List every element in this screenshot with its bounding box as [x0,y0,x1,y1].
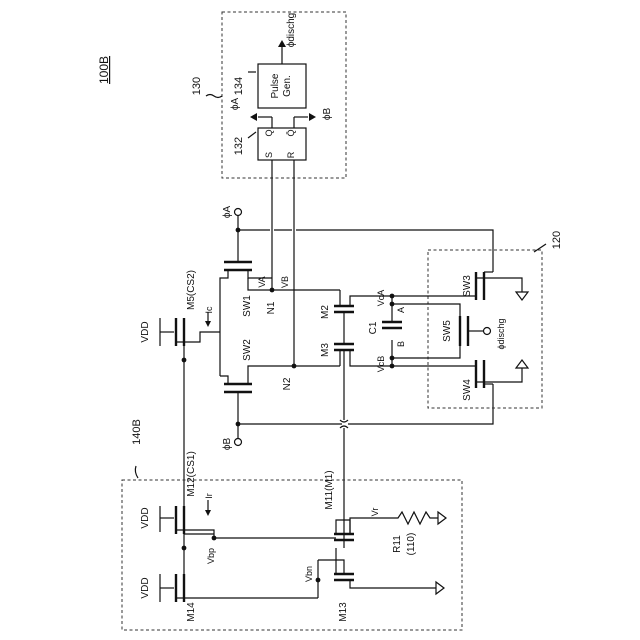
phi-dischg-arrow [278,40,286,47]
m5-drain [176,332,220,342]
phi-dischg-label: ϕdischg [496,318,506,349]
phi-b-to-sw4 [238,384,493,424]
ff-q-pin: Q [264,129,274,136]
phi-b-label: ϕB [222,438,233,451]
phi-a-out-arrow [250,113,257,121]
ff-r-pin: R [286,151,296,158]
m13-ground-icon [436,582,444,594]
node-b-label: B [396,341,406,347]
sw5-gate-terminal [484,328,491,335]
m12-label: M12(CS1) [186,451,197,497]
block-120-leader [534,244,546,252]
vcb-label: VcB [376,356,386,373]
vdd-m12-label: VDD [140,507,151,528]
r11-ref-label: (110) [406,533,417,556]
n2-label: N2 [282,377,293,390]
vbn-wire [318,560,344,574]
m14-label: M14 [186,602,197,622]
m13-source-wire [350,580,436,588]
ic-arrow [205,321,211,327]
pulse-gen-text-1: Pulse [270,73,281,98]
r11-ground-icon [438,512,446,524]
n1-label: N1 [266,301,277,314]
phi-a-label: ϕA [222,206,233,219]
phi-a-to-sw3 [238,230,493,272]
block-132-leader [248,132,256,138]
block-134-label: 134 [233,77,245,95]
vbp-label: Vbp [206,548,216,564]
sw4-label: SW4 [462,379,473,401]
phi-dischg-label-top: ϕdischg [286,13,297,48]
node-a-label: A [396,307,406,313]
ff-s-pin: S [264,152,274,158]
m3-label: M3 [320,343,331,357]
vdd-m14-label: VDD [140,577,151,598]
m2-label: M2 [320,305,331,319]
block-140b-label: 140B [131,419,143,445]
phi-b-terminal [235,439,242,446]
ir-arrow [205,510,211,516]
vdd-m5-label: VDD [140,321,151,342]
sw1-label: SW1 [242,295,253,317]
vr-label: Vr [370,508,380,517]
block-130-leader [206,95,222,98]
vb-label: VB [280,276,290,288]
m5-label: M5(CS2) [186,270,197,310]
sw2-label: SW2 [242,339,253,361]
m11-label: M11(M1) [324,470,335,509]
ir-label: Ir [204,493,214,499]
pulse-gen-text-2: Gen. [282,75,293,97]
sw1-left-terminal [220,270,228,376]
m11-to-r11 [350,518,392,534]
sw3-ground-icon [516,292,528,300]
sw5-label: SW5 [442,320,453,342]
block-140b-leader [135,466,138,478]
figure-label: 100B [97,56,111,84]
vbn-label: Vbn [304,566,314,582]
r11-resistor [392,512,438,524]
r11-label: R11 [392,535,403,553]
phi-b-label-top: ϕB [322,108,333,121]
sw4-ground-icon [516,360,528,368]
va-label: VA [257,276,267,287]
node-n2-wire [248,366,340,384]
m13-label: M13 [338,602,349,622]
vca-label: VcA [376,290,386,307]
phi-a-terminal [235,209,242,216]
ic-label: Ic [204,306,214,314]
phi-b-out-arrow [309,113,316,121]
block-130-label: 130 [191,77,203,95]
phi-a-label-top: ϕA [230,98,241,111]
block-132-label: 132 [233,137,245,155]
c1-label: C1 [368,321,379,334]
block-120-label: 120 [551,231,563,249]
ff-qbar-pin: Q̄ [286,129,296,136]
sw3-label: SW3 [462,275,473,297]
